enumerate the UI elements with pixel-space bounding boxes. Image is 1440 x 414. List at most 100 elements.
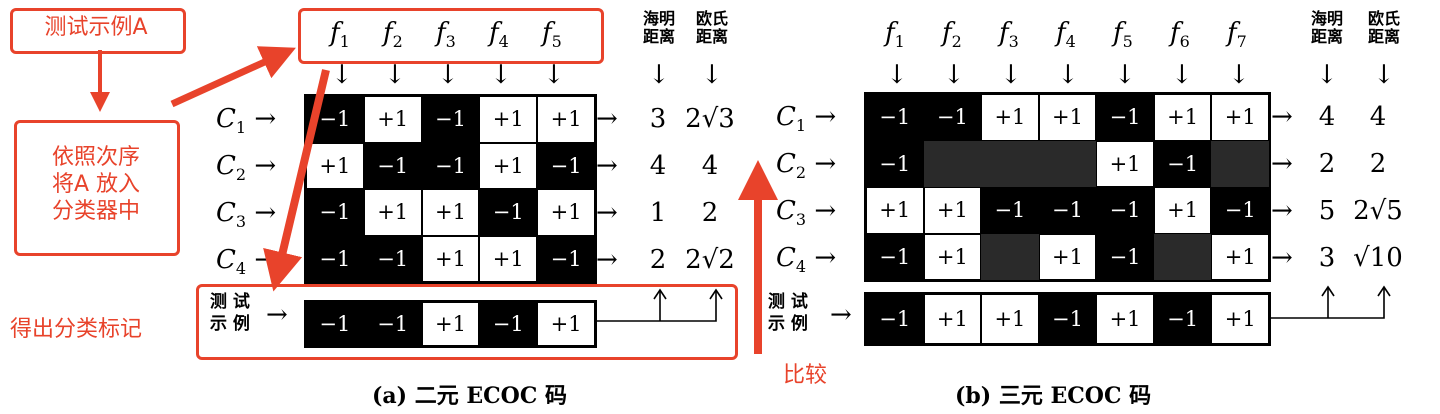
test-cell: +1	[923, 294, 982, 344]
matrix-cell	[923, 140, 982, 187]
test-cell: −1	[479, 302, 538, 346]
left-compare-connector	[594, 288, 723, 322]
down-arrow-icon: ↓	[490, 60, 512, 90]
matrix-cell: −1	[363, 235, 422, 282]
right-arrow-icon: →	[830, 300, 852, 330]
matrix-cell	[981, 233, 1039, 280]
euclid-value: 2	[1369, 149, 1387, 179]
down-arrow-icon: ↓	[543, 60, 565, 90]
matrix-cell: +1	[1153, 187, 1212, 234]
matrix-cell: −1	[923, 94, 982, 141]
in-order-line2: 将A 放入	[51, 172, 141, 197]
left-code-matrix: −1+1−1+1+1+1−1−1+1−1−1+1+1−1+1−1−1+1+1−1	[304, 94, 597, 284]
matrix-cell: +1	[1153, 94, 1212, 141]
feature-label: f2	[942, 18, 962, 52]
matrix-cell: −1	[1211, 187, 1269, 234]
feature-label: f7	[1227, 18, 1247, 52]
down-arrow-icon: ↓	[1000, 60, 1022, 90]
test-cell: +1	[1096, 294, 1154, 344]
down-arrow-icon: ↓	[331, 60, 353, 90]
test-label-line1: 测 试	[210, 292, 250, 312]
matrix-cell: +1	[363, 189, 422, 236]
matrix-cell: −1	[537, 235, 595, 282]
matrix-cell: +1	[479, 96, 538, 143]
matrix-cell	[1153, 233, 1212, 280]
test-cell: +1	[1211, 294, 1269, 344]
matrix-cell: −1	[1038, 187, 1097, 234]
test-cell: +1	[981, 294, 1039, 344]
left-test-example-label: 测 试 示 例	[210, 291, 250, 335]
down-arrow-icon: ↓	[701, 60, 723, 90]
arrow-to-features	[170, 46, 296, 108]
matrix-cell: −1	[1096, 94, 1154, 141]
test-cell: +1	[537, 302, 595, 346]
hamming-value: 3	[1318, 243, 1336, 273]
feature-label: f2	[383, 18, 403, 52]
test-example-a-label: 测试示例A	[44, 15, 148, 40]
right-arrow-icon: →	[596, 198, 618, 228]
right-test-row: −1+1+1−1+1−1+1	[864, 292, 1271, 346]
feature-label: f6	[1170, 18, 1190, 52]
hamming-header-line2: 距离	[1310, 27, 1343, 46]
hamming-value: 4	[1318, 102, 1336, 132]
hamming-value: 4	[649, 151, 667, 181]
right-euclid-header: 欧氏 距离	[1362, 10, 1406, 46]
test-cell: −1	[1153, 294, 1212, 344]
class-label: C2 →	[216, 151, 277, 185]
down-arrow-icon: ↓	[1316, 60, 1338, 90]
right-compare-connector	[1268, 285, 1391, 319]
test-cell: −1	[363, 302, 422, 346]
matrix-cell: +1	[866, 187, 924, 234]
euclid-header-line2: 距离	[1367, 27, 1400, 46]
class-label: C3 →	[776, 196, 837, 230]
down-arrow-icon: ↓	[886, 60, 908, 90]
matrix-cell: −1	[479, 189, 538, 236]
matrix-cell: −1	[866, 94, 924, 141]
euclid-value: √10	[1353, 243, 1403, 273]
hamming-value: 1	[649, 198, 667, 228]
feature-label: f4	[1056, 18, 1076, 52]
left-caption: (a) 二元 ECOC 码	[372, 383, 568, 409]
euclid-value: 4	[701, 151, 719, 181]
hamming-value: 2	[649, 245, 667, 275]
matrix-cell: −1	[421, 142, 480, 189]
test-label-line2: 示 例	[768, 314, 808, 334]
matrix-cell: −1	[866, 140, 924, 187]
compare-text: 比较	[783, 363, 828, 388]
feature-label: f1	[885, 18, 905, 52]
hamming-value: 3	[649, 104, 667, 134]
down-arrow-icon: ↓	[437, 60, 459, 90]
matrix-cell: +1	[1096, 140, 1154, 187]
right-code-matrix: −1−1+1+1−1+1+1−1+1−1+1+1−1−1−1+1−1−1+1+1…	[864, 92, 1271, 282]
hamming-value: 2	[1318, 149, 1336, 179]
matrix-cell: +1	[537, 189, 595, 236]
down-arrow-icon: ↓	[648, 60, 670, 90]
test-label-line2: 示 例	[210, 314, 250, 334]
right-arrow-icon: →	[596, 245, 618, 275]
right-arrow-icon: →	[1271, 102, 1293, 132]
matrix-cell: +1	[923, 233, 982, 280]
matrix-cell: −1	[537, 142, 595, 189]
down-arrow-icon: ↓	[384, 60, 406, 90]
matrix-cell: −1	[363, 142, 422, 189]
euclid-value: 4	[1369, 102, 1387, 132]
matrix-cell: +1	[1038, 233, 1097, 280]
feature-label: f3	[999, 18, 1019, 52]
feature-label: f3	[436, 18, 456, 52]
feature-label: f5	[542, 18, 562, 52]
class-label: C1 →	[776, 102, 837, 136]
down-arrow-icon: ↓	[1228, 60, 1250, 90]
feature-header-highlight	[298, 8, 604, 64]
matrix-cell: +1	[1211, 233, 1269, 280]
feature-label: f4	[489, 18, 509, 52]
down-arrow-icon: ↓	[1057, 60, 1079, 90]
matrix-cell: +1	[981, 94, 1039, 141]
matrix-cell: +1	[923, 187, 982, 234]
matrix-cell: −1	[306, 189, 364, 236]
test-row-highlight	[196, 284, 738, 360]
matrix-cell: −1	[1096, 187, 1154, 234]
matrix-cell	[1211, 140, 1269, 187]
hamming-header-line1: 海明	[642, 9, 675, 28]
euclid-value: 2√3	[685, 104, 735, 134]
test-cell: −1	[306, 302, 364, 346]
